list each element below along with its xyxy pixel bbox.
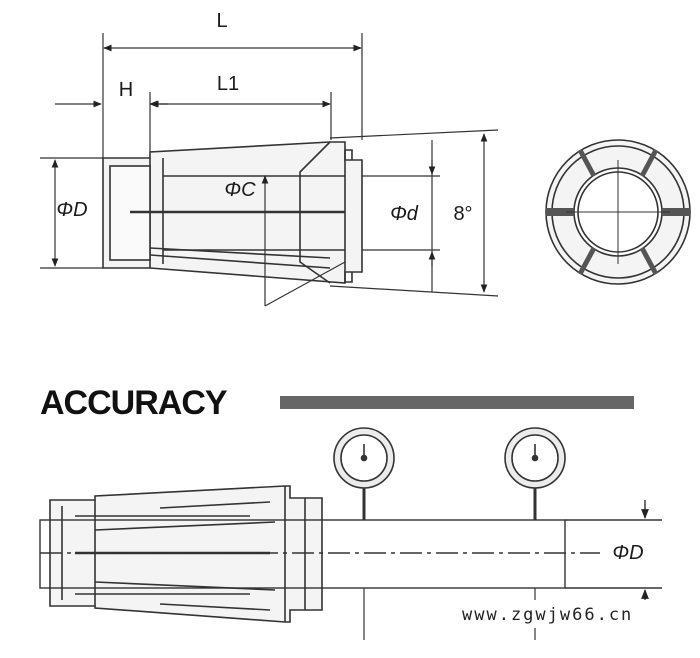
- test-bar: [39, 500, 662, 608]
- watermark-text: www.zgwjw66.cn: [462, 605, 633, 625]
- dim-phiD: ΦD: [56, 199, 87, 221]
- dim-H: H: [119, 79, 133, 101]
- accuracy-dim-phiD: ΦD: [612, 542, 643, 564]
- dim-phid: Φd: [390, 203, 419, 225]
- dial-gauge-right: [504, 427, 566, 640]
- top-dimension-labels: L H L1 ΦD ΦC Φd 8°: [56, 10, 472, 225]
- heading-bar: [280, 396, 634, 409]
- accuracy-heading: ACCURACY: [40, 384, 228, 422]
- collet-side-view: [102, 141, 363, 284]
- top-dimension-lines: [40, 33, 499, 307]
- accuracy-collet: [49, 485, 323, 623]
- dial-gauge-left: [333, 427, 395, 640]
- dim-L1: L1: [217, 73, 239, 95]
- dim-angle: 8°: [453, 203, 472, 225]
- dim-phiC: ΦC: [224, 179, 256, 201]
- collet-end-view: [545, 139, 691, 285]
- watermark-bg: [452, 600, 688, 628]
- dim-L: L: [216, 10, 227, 32]
